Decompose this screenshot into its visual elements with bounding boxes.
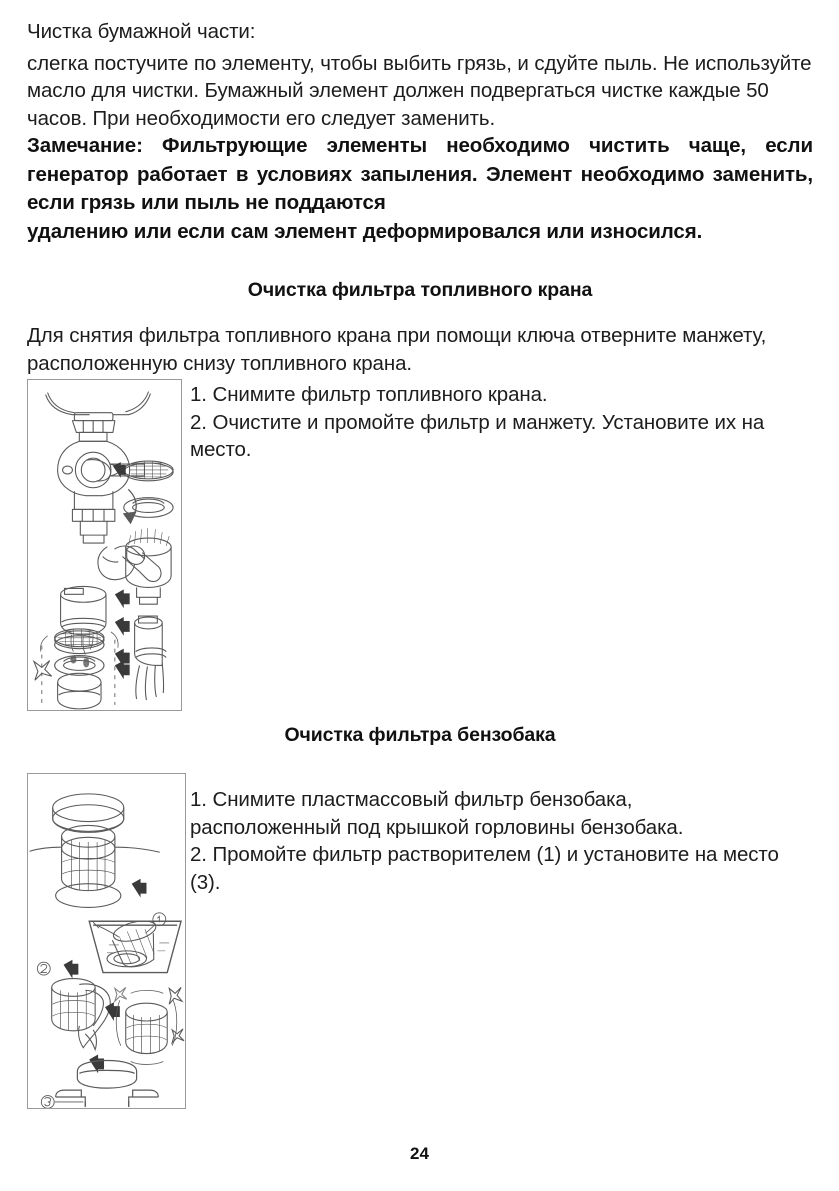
fuel-valve-step-1: 1. Снимите фильтр топливного крана. [190, 383, 548, 406]
note-main-text: Замечание: Фильтрующие элементы необходи… [27, 134, 813, 214]
fuel-tank-step-1-main: 1. Снимите пластмассовый фильтр бензобак… [190, 788, 633, 811]
fuel-valve-step-2: 2. Очистите и промойте фильтр и манжету.… [190, 410, 765, 462]
fuel-tank-filter-illustration [29, 793, 185, 1108]
heading-fuel-tank-filter: Очистка фильтра бензобака [284, 724, 556, 746]
page-number: 24 [410, 1144, 429, 1163]
figure-fuel-tank-filter [27, 773, 186, 1109]
page-content: Чистка бумажной части: слегка постучите … [27, 18, 813, 1109]
figure-fuel-valve-filter [27, 379, 182, 711]
fuel-tank-step-2-main: 2. Промойте фильтр растворителем (1) и у… [190, 843, 690, 866]
fuel-tank-step-1: 1. Снимите пластмассовый фильтр бензобак… [190, 786, 813, 841]
intro-title: Чистка бумажной части: [27, 20, 256, 43]
fuel-tank-step-1-last: расположенный под крышкой горловины бенз… [190, 815, 684, 839]
heading-fuel-tank-filter-wrapper: Очистка фильтра бензобака [27, 724, 813, 747]
fuel-tank-step-2: 2. Промойте фильтр растворителем (1) и у… [190, 841, 813, 896]
fuel-valve-steps-list: 1. Снимите фильтр топливного крана. 2. О… [190, 381, 813, 464]
fuel-valve-filter-illustration-overlay [32, 628, 130, 710]
fuel-tank-step-2-last: на место (3). [190, 843, 779, 894]
intro-body: слегка постучите по элементу, чтобы выби… [27, 51, 812, 130]
note-paragraph: Замечание: Фильтрующие элементы необходи… [27, 132, 813, 246]
fuel-valve-intro-text: Для снятия фильтра топливного крана при … [27, 324, 767, 375]
fuel-tank-steps-list: 1. Снимите пластмассовый фильтр бензобак… [190, 786, 813, 896]
heading-fuel-valve-filter: Очистка фильтра топливного крана [247, 279, 593, 301]
note-last-line: удалению или если сам элемент деформиров… [27, 219, 703, 243]
